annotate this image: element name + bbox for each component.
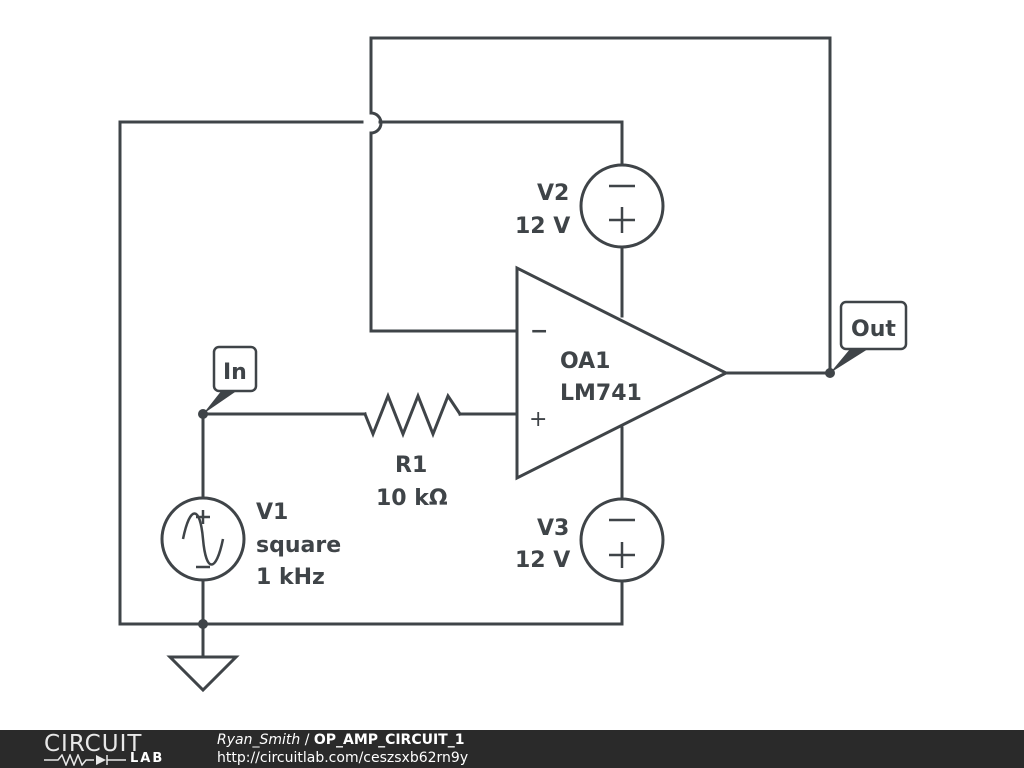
voltage-source-v2: V2 12 V <box>515 163 665 249</box>
wire-feedback-top <box>369 36 832 375</box>
opamp-noninverting-sign: + <box>529 407 547 432</box>
circuitlab-logo[interactable]: CIRCUIT LAB <box>44 732 184 766</box>
logo-text-circuit: CIRCUIT <box>44 731 143 757</box>
r1-value-label: 10 kΩ <box>376 486 448 511</box>
opamp-inverting-sign: − <box>530 319 548 344</box>
sine-wave-icon <box>181 512 225 566</box>
ground-symbol <box>166 655 240 693</box>
v1-freq-label: 1 kHz <box>256 565 325 590</box>
circuit-schematic: − + OA1 LM741 V2 12 V V3 12 V V1 square … <box>118 36 908 693</box>
v2-name-label: V2 <box>537 181 569 206</box>
opamp-oa1: − + OA1 LM741 <box>515 265 730 481</box>
junction-ground <box>198 619 208 629</box>
v2-value-label: 12 V <box>515 214 570 239</box>
v3-name-label: V3 <box>537 516 569 541</box>
author-name[interactable]: Ryan_Smith <box>217 732 301 748</box>
opamp-name-label: OA1 <box>560 349 610 374</box>
circuit-credit: Ryan_Smith / OP_AMP_CIRCUIT_1 <box>217 732 464 749</box>
net-tag-out-label: Out <box>851 317 896 342</box>
wire-left-rail <box>118 120 624 626</box>
opamp-model-label: LM741 <box>560 381 642 406</box>
v1-name-label: V1 <box>256 500 288 525</box>
voltage-source-v3: V3 12 V <box>515 497 665 583</box>
wires <box>118 36 832 658</box>
net-tag-out[interactable]: Out <box>830 300 908 373</box>
v1-type-label: square <box>256 533 341 558</box>
footer-bar: CIRCUIT LAB Ryan_Smith / OP_AMP_CIRCUIT_… <box>0 730 1024 768</box>
circuit-url-link[interactable]: http://circuitlab.com/ceszsxb62rn9y <box>217 750 469 766</box>
r1-name-label: R1 <box>395 453 427 478</box>
logo-resistor-diode-icon <box>44 754 126 766</box>
v3-value-label: 12 V <box>515 548 570 573</box>
circuit-title[interactable]: OP_AMP_CIRCUIT_1 <box>313 732 465 748</box>
credit-separator: / <box>300 732 314 748</box>
logo-text-lab: LAB <box>130 751 165 766</box>
ac-source-v1: V1 square 1 kHz <box>160 496 341 590</box>
net-tag-in-label: In <box>223 360 247 385</box>
net-tag-in[interactable]: In <box>203 345 258 414</box>
resistor-r1 <box>363 391 463 439</box>
